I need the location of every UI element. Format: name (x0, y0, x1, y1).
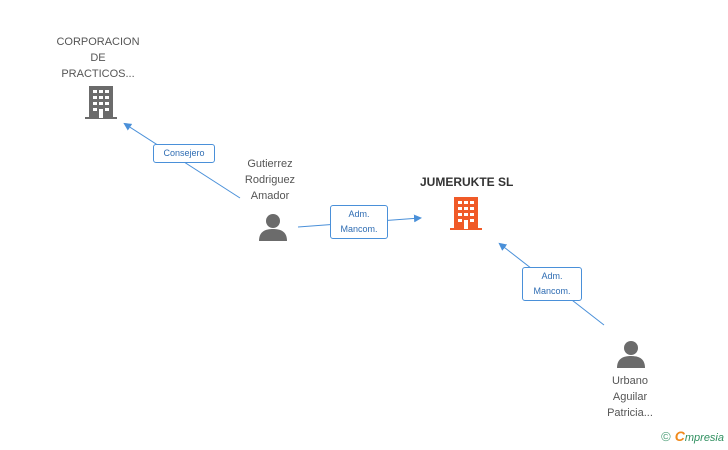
edge-label-line: Adm. (348, 209, 370, 219)
edge-label-adm-mancom-2: Adm. Mancom. (522, 267, 582, 301)
company-label-corporacion[interactable]: CORPORACION DE PRACTICOS... (56, 36, 140, 80)
person-label-gutierrez[interactable]: Gutierrez Rodriguez Amador (244, 158, 296, 202)
person-icon[interactable] (616, 339, 646, 374)
empresia-logo: ©Cmpresia (661, 428, 724, 444)
copyright-icon: © (661, 429, 671, 444)
brand-name: mpresia (684, 432, 724, 444)
brand-initial: C (674, 428, 685, 444)
company-label-jumerukte[interactable]: JUMERUKTE SL (420, 175, 514, 189)
edge-label-line: Mancom. (533, 286, 571, 296)
edge-label-line: Mancom. (340, 224, 378, 234)
edge-label-line: Adm. (541, 271, 563, 281)
edge-label-consejero: Consejero (153, 144, 215, 163)
person-icon[interactable] (258, 212, 288, 247)
building-icon[interactable] (84, 84, 118, 125)
person-label-urbano[interactable]: Urbano Aguilar Patricia... (607, 375, 653, 419)
edge-label-adm-mancom: Adm. Mancom. (330, 205, 388, 239)
building-icon[interactable] (449, 195, 483, 236)
